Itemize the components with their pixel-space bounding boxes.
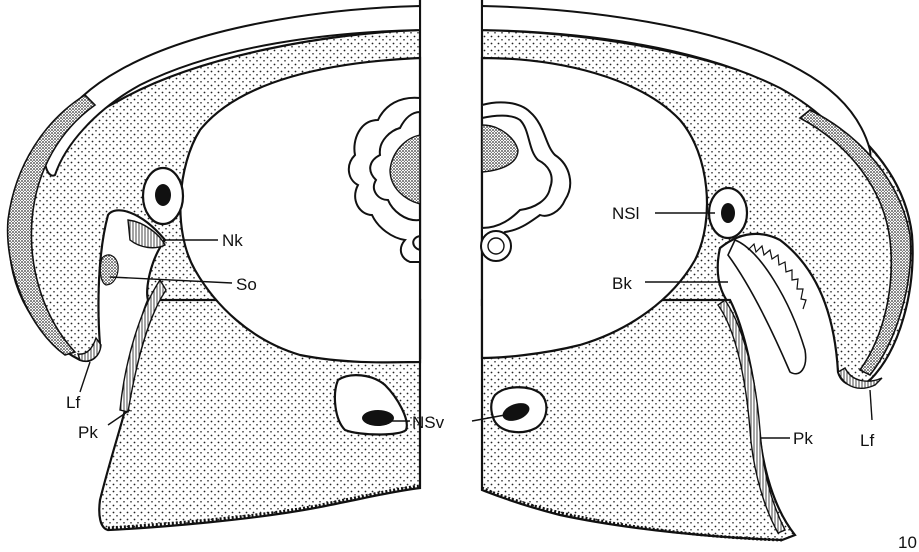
left-half-section bbox=[8, 0, 420, 530]
left-neural-tube-core bbox=[155, 184, 171, 206]
label-pk-right: Pk bbox=[793, 429, 813, 448]
label-lf-left: Lf bbox=[66, 393, 80, 412]
label-nsv: NSv bbox=[412, 413, 445, 432]
right-gut-vesicle-lumen bbox=[488, 238, 504, 254]
right-half-section bbox=[481, 0, 913, 540]
figure-number: 10 bbox=[898, 533, 917, 552]
left-ventral-nerve bbox=[362, 410, 394, 426]
label-lf-right: Lf bbox=[860, 431, 874, 450]
label-nsl: NSl bbox=[612, 204, 639, 223]
left-somite bbox=[100, 255, 118, 285]
label-so: So bbox=[236, 275, 257, 294]
label-bk: Bk bbox=[612, 274, 632, 293]
right-neural-tube-core bbox=[721, 203, 735, 223]
label-pk-left: Pk bbox=[78, 423, 98, 442]
label-nk: Nk bbox=[222, 231, 243, 250]
